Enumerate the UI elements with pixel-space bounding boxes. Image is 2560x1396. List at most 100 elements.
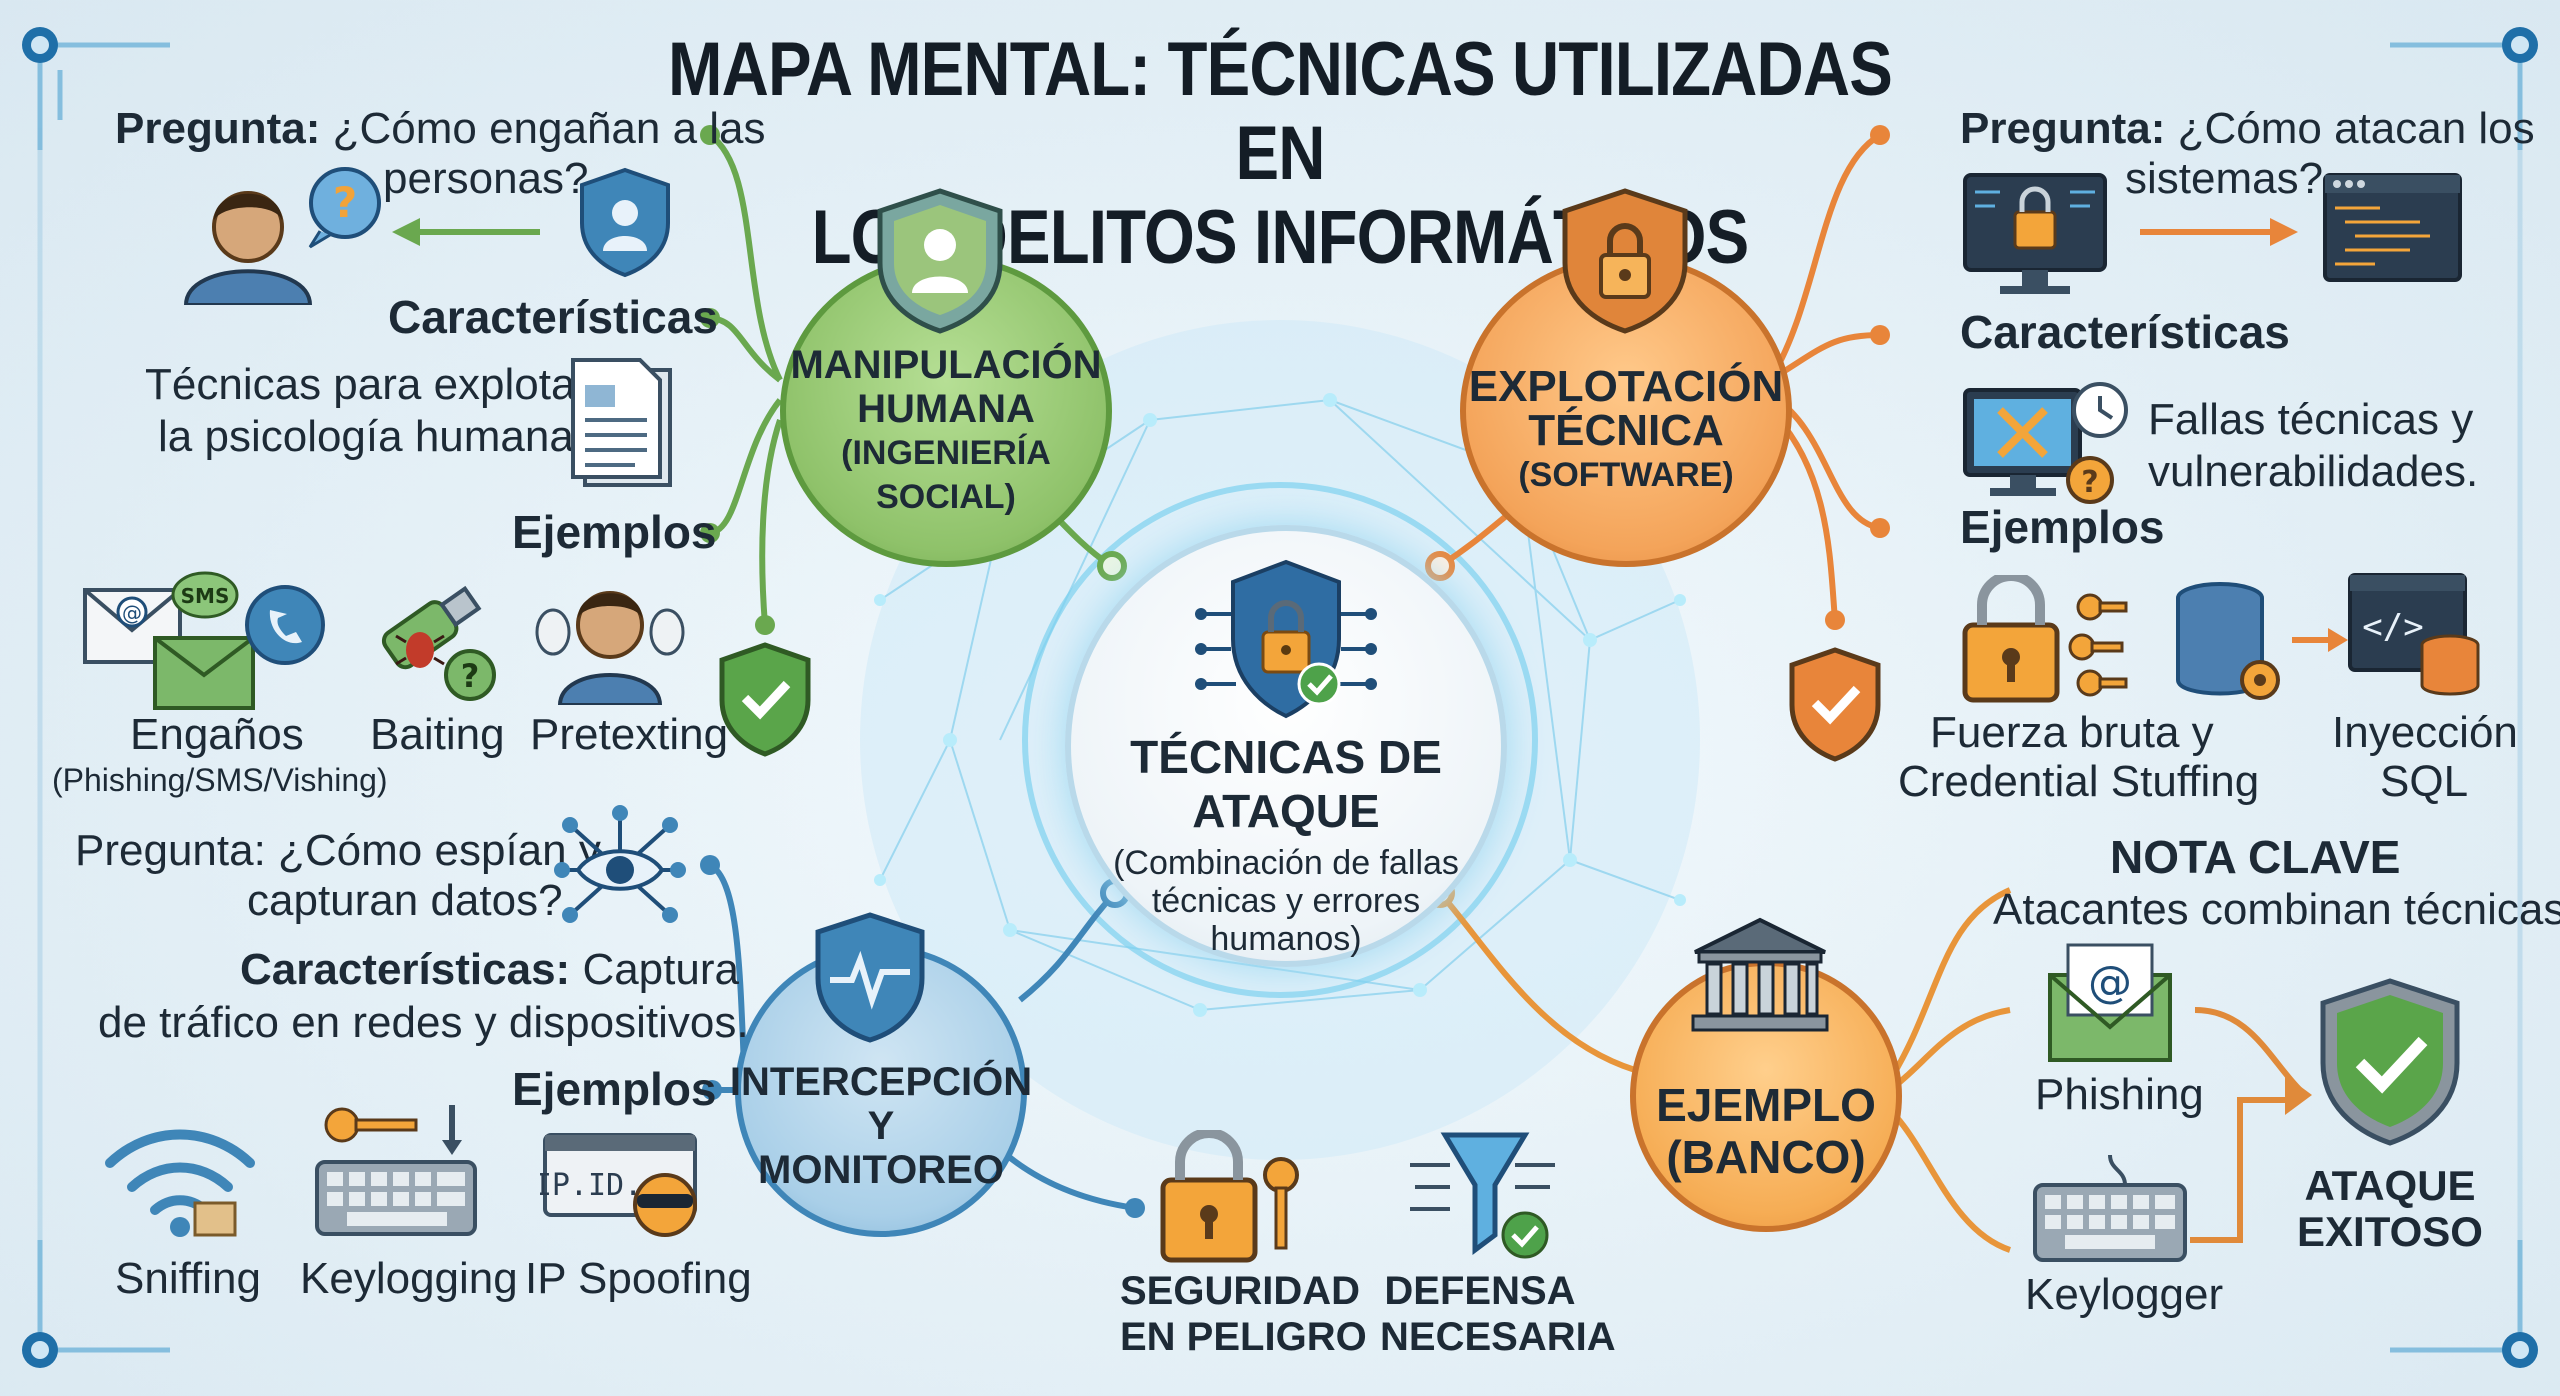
svg-text:?: ? bbox=[2081, 465, 2098, 500]
center-title: TÉCNICAS DE ATAQUE bbox=[1130, 731, 1442, 837]
usb-bug-icon: ? bbox=[381, 585, 496, 701]
email-at-icon: @ bbox=[2048, 943, 2172, 1062]
ip-mask-icon: IP.ID. bbox=[540, 1133, 697, 1237]
manipulacion-caracteristicas-2: la psicología humana. bbox=[158, 412, 587, 461]
example-fuerza-bruta-2: Credential Stuffing bbox=[1898, 757, 2260, 806]
wifi-package-icon bbox=[105, 1129, 255, 1237]
manipulacion-caracteristicas-1: Técnicas para explotar bbox=[145, 360, 591, 409]
center-subtitle-2: técnicas y errores bbox=[1151, 882, 1421, 920]
keyboard-icon bbox=[2033, 1154, 2187, 1262]
monitor-tools-clock-icon: ? bbox=[1963, 382, 2128, 504]
result-arrows bbox=[2190, 1007, 2303, 1243]
seguridad-en-peligro: SEGURIDAD EN PELIGRO bbox=[1120, 1268, 1367, 1360]
example-enganos-sub: (Phishing/SMS/Vishing) bbox=[52, 762, 388, 798]
manipulacion-pregunta: Pregunta: ¿Cómo engañan a las bbox=[115, 104, 766, 154]
seguridad-line-1: SEGURIDAD bbox=[1120, 1269, 1361, 1313]
example-ip-spoofing: IP Spoofing bbox=[525, 1254, 752, 1303]
explotacion-label-3: (SOFTWARE) bbox=[1518, 456, 1734, 494]
document-icon bbox=[571, 358, 672, 487]
defensa-line-2: NECESARIA bbox=[1380, 1315, 1616, 1359]
center-subtitle-1: (Combinación de fallas bbox=[1113, 844, 1459, 882]
ataque-line-2: EXITOSO bbox=[2297, 1208, 2483, 1255]
orange-joint bbox=[1425, 551, 1455, 581]
svg-text:@: @ bbox=[122, 601, 142, 625]
svg-text:?: ? bbox=[333, 178, 357, 227]
example-enganos: Engaños bbox=[130, 710, 304, 759]
sms-badge: SMS bbox=[181, 584, 230, 608]
banco-phishing-label: Phishing bbox=[2035, 1070, 2204, 1119]
green-joint bbox=[1097, 551, 1127, 581]
bank-branch-lines bbox=[1437, 887, 2012, 1253]
frame-circuit bbox=[37, 42, 2523, 1353]
interceptacion-pregunta-1: Pregunta: ¿Cómo espían y bbox=[75, 826, 601, 875]
banco-label-2: (BANCO) bbox=[1666, 1131, 1866, 1183]
green-dots bbox=[700, 125, 775, 635]
explotacion-pregunta: Pregunta: ¿Cómo atacan los bbox=[1960, 104, 2535, 154]
manipulacion-node: MANIPULACIÓN HUMANA (INGENIERÍA SOCIAL) bbox=[780, 255, 1112, 567]
pregunta-text-1: ¿Cómo engañan a las bbox=[332, 104, 766, 153]
example-sql-2: SQL bbox=[2380, 757, 2469, 806]
padlock-key-bottom-icon bbox=[1160, 1130, 1299, 1263]
manipulacion-label-1: MANIPULACIÓN bbox=[790, 343, 1102, 387]
explotacion-label-2: TÉCNICA bbox=[1528, 406, 1724, 455]
shield-lock-circuit-icon bbox=[1195, 559, 1377, 719]
pregunta-text-1: ¿Cómo atacan los bbox=[2177, 104, 2535, 153]
page-title: MAPA MENTAL: TÉCNICAS UTILIZADAS EN LOS … bbox=[661, 28, 1899, 280]
padlock-keys-icon bbox=[1962, 575, 2128, 703]
explotacion-caracteristicas-2: vulnerabilidades. bbox=[2148, 447, 2479, 496]
green-arrow-head bbox=[392, 218, 420, 246]
frame-corner-dots-inner bbox=[31, 36, 2529, 1359]
example-baiting: Baiting bbox=[370, 710, 505, 759]
manipulacion-label-3: (INGENIERÍA bbox=[841, 434, 1051, 472]
pregunta-label: Pregunta: bbox=[1960, 104, 2166, 153]
interceptacion-ejemplos-label: Ejemplos bbox=[512, 1063, 717, 1115]
interceptacion-caracteristicas-2: de tráfico en redes y dispositivos. bbox=[98, 998, 749, 1047]
code-window-icon bbox=[2323, 173, 2462, 282]
svg-text:@: @ bbox=[2088, 957, 2132, 1008]
example-fuerza-bruta-1: Fuerza bruta y bbox=[1930, 708, 2214, 757]
phishing-sms-vishing-icon: @ SMS bbox=[83, 571, 325, 710]
eye-network-icon bbox=[554, 805, 686, 923]
explotacion-label-1: EXPLOTACIÓN bbox=[1468, 362, 1784, 411]
example-pretexting: Pretexting bbox=[530, 710, 729, 759]
defensa-line-1: DEFENSA bbox=[1384, 1269, 1576, 1313]
defensa-necesaria: DEFENSA NECESARIA bbox=[1380, 1268, 1616, 1360]
explotacion-node: EXPLOTACIÓN TÉCNICA (SOFTWARE) bbox=[1460, 255, 1792, 567]
lock-shield-orange-icon bbox=[1562, 188, 1688, 334]
center-subtitle-3: humanos) bbox=[1210, 920, 1362, 958]
title-line-1: MAPA MENTAL: TÉCNICAS UTILIZADAS EN bbox=[668, 27, 1893, 196]
ataque-exitoso: ATAQUE EXITOSO bbox=[2290, 1163, 2490, 1255]
example-keylogging: Keylogging bbox=[300, 1254, 518, 1303]
manipulacion-caracteristicas-label: Características bbox=[388, 291, 718, 343]
manipulacion-label-2: HUMANA bbox=[857, 387, 1035, 431]
explotacion-caracteristicas-1: Fallas técnicas y bbox=[2148, 395, 2474, 444]
caracteristicas-label: Características: bbox=[240, 945, 571, 994]
ataque-line-1: ATAQUE bbox=[2304, 1162, 2476, 1209]
user-shield-small-icon bbox=[580, 167, 670, 278]
ip-tag: IP.ID. bbox=[540, 1168, 642, 1203]
caracteristicas-text-1: Captura bbox=[582, 945, 739, 994]
banco-label-1: EJEMPLO bbox=[1656, 1079, 1876, 1131]
example-sniffing: Sniffing bbox=[115, 1254, 261, 1303]
pregunta-label: Pregunta: bbox=[115, 104, 321, 153]
heartbeat-shield-icon bbox=[815, 912, 925, 1043]
keyboard-key-icon bbox=[315, 1105, 477, 1236]
manipulacion-ejemplos-label: Ejemplos bbox=[512, 506, 717, 558]
funnel-check-icon bbox=[1410, 1132, 1555, 1259]
explotacion-caracteristicas-label: Características bbox=[1960, 306, 2290, 358]
explotacion-ejemplos-label: Ejemplos bbox=[1960, 501, 2165, 553]
blue-dots bbox=[700, 855, 1145, 1218]
pregunta-text-2: personas? bbox=[383, 154, 589, 203]
interceptacion-caracteristicas: Características: Captura bbox=[240, 945, 739, 995]
code-window-database-icon: </> bbox=[2348, 573, 2480, 696]
orange-dots bbox=[1825, 125, 1890, 630]
svg-text:?: ? bbox=[461, 657, 480, 695]
center-node: TÉCNICAS DE ATAQUE (Combinación de falla… bbox=[1065, 525, 1507, 967]
center-ring bbox=[1022, 482, 1538, 998]
interceptacion-label-2: Y MONITOREO bbox=[758, 1104, 1004, 1192]
title-line-2: LOS DELITOS INFORMÁTICOS bbox=[811, 195, 1750, 280]
nota-clave-title: NOTA CLAVE bbox=[2110, 831, 2401, 883]
database-gear-icon bbox=[2176, 582, 2280, 700]
interceptacion-label-1: INTERCEPCIÓN bbox=[729, 1060, 1033, 1104]
sql-injection-arrow bbox=[2292, 628, 2348, 652]
